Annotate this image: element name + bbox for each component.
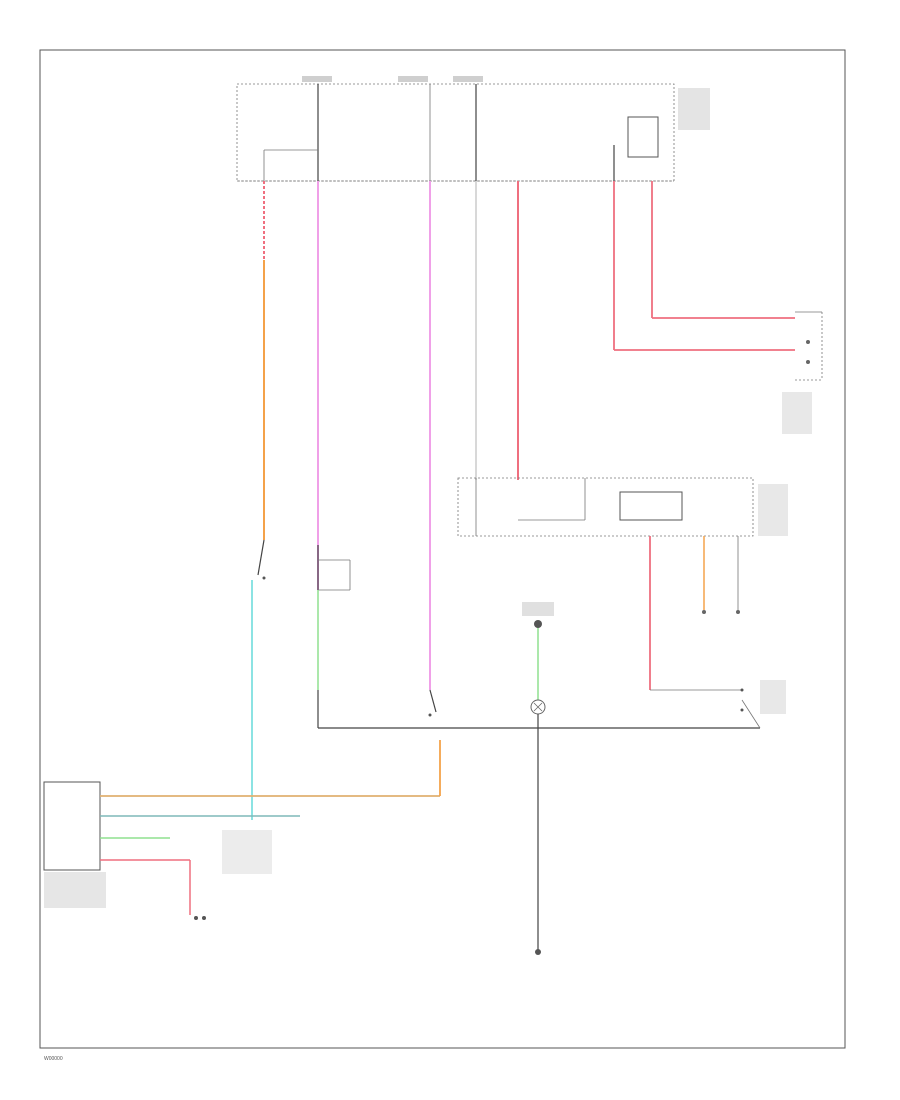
connector-pins	[194, 916, 206, 920]
diagram-frame	[39, 49, 846, 1049]
figure-id: W00000	[44, 1056, 63, 1062]
power-distribution-box	[236, 83, 675, 182]
brake-switch	[257, 539, 266, 580]
transmission-control-module	[43, 781, 101, 871]
right-switch-connector	[782, 311, 823, 434]
module-internal-block	[619, 491, 683, 521]
fuse-labels	[302, 76, 710, 130]
pedal-switch	[317, 545, 351, 591]
center-switch	[428, 689, 437, 717]
ground-symbol	[535, 949, 541, 955]
control-module-box	[457, 477, 754, 537]
relay-icon	[627, 116, 659, 158]
selector-switch	[650, 680, 786, 729]
lamp-icon	[522, 602, 554, 715]
